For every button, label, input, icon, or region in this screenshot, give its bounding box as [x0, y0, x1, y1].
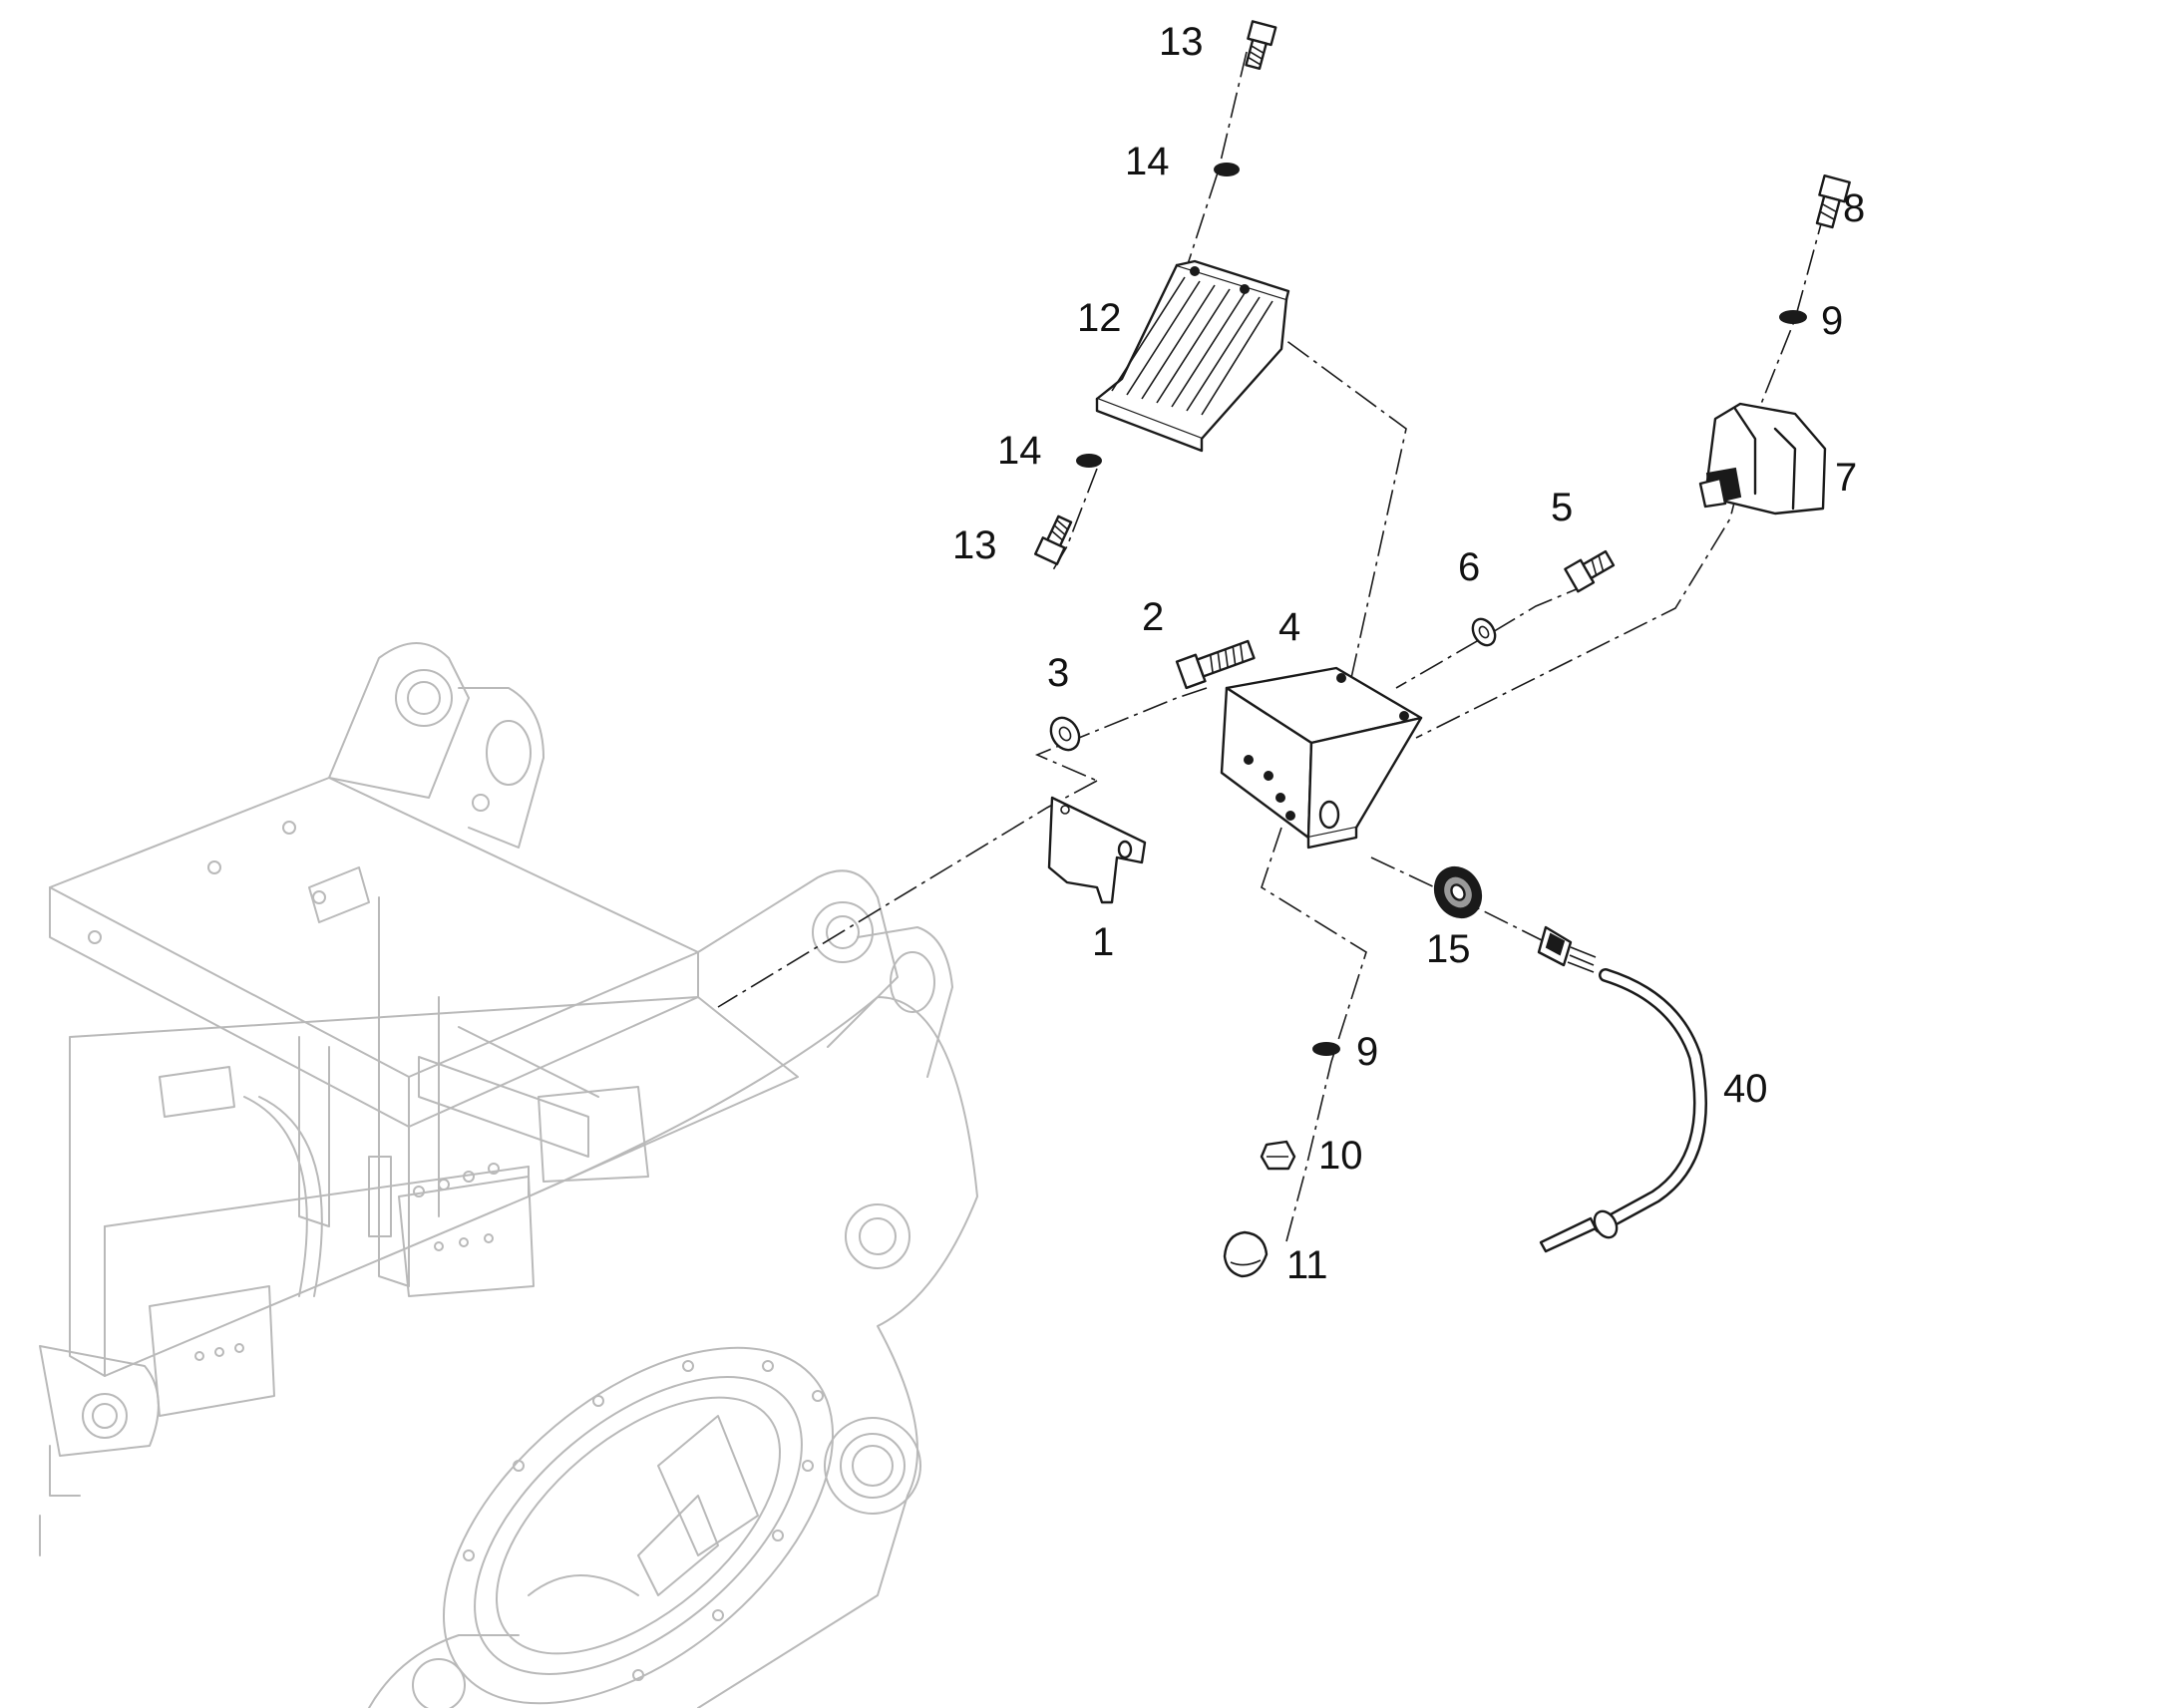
- callout-15: 15: [1426, 927, 1471, 971]
- lamp-housing-part: [1698, 402, 1827, 515]
- callout-7: 7: [1835, 456, 1857, 500]
- washer-icon: [1214, 163, 1240, 176]
- callout-13-lower: 13: [952, 523, 997, 567]
- callout-13-top: 13: [1159, 20, 1204, 64]
- mounting-plate-part: [1047, 796, 1147, 904]
- callout-4: 4: [1278, 605, 1300, 649]
- callout-1: 1: [1092, 920, 1114, 964]
- cap-icon: [1223, 1230, 1269, 1278]
- nut-icon: [1260, 1140, 1296, 1171]
- washer-icon: [1076, 454, 1102, 468]
- bolt-icon: [1034, 514, 1073, 565]
- bolt-icon: [1815, 173, 1851, 229]
- leader-lines: [717, 51, 1826, 1242]
- callout-12: 12: [1077, 296, 1122, 340]
- callout-labels: 13 14 12 14 13 8 9 7 5 6 4 2 3 1 15 40 9…: [952, 20, 1865, 1287]
- callout-9-lower: 9: [1356, 1030, 1378, 1074]
- callout-5: 5: [1551, 486, 1573, 529]
- mount-bracket-part: [1220, 666, 1423, 850]
- washer-icon: [1049, 716, 1081, 752]
- frame-context: [39, 642, 978, 1708]
- bolt-icon: [1564, 549, 1616, 593]
- callout-6: 6: [1458, 545, 1480, 589]
- washer-icon: [1779, 310, 1807, 324]
- cable-harness-part: [1537, 925, 1707, 1253]
- callout-40: 40: [1723, 1067, 1768, 1111]
- callout-14-lower: 14: [997, 429, 1042, 473]
- callout-2: 2: [1142, 595, 1164, 639]
- bolt-icon: [1245, 20, 1277, 70]
- washer-icon: [1312, 1042, 1340, 1056]
- callout-3: 3: [1047, 651, 1069, 695]
- grommet-icon: [1433, 865, 1483, 919]
- callout-9-upper: 9: [1821, 299, 1843, 343]
- bolt-icon: [1175, 639, 1256, 690]
- washer-icon: [1471, 617, 1497, 647]
- step-grate-part: [1095, 259, 1290, 453]
- callout-8: 8: [1843, 186, 1865, 230]
- callout-14-top: 14: [1125, 140, 1170, 183]
- callout-11: 11: [1286, 1243, 1328, 1287]
- callout-10: 10: [1318, 1134, 1363, 1178]
